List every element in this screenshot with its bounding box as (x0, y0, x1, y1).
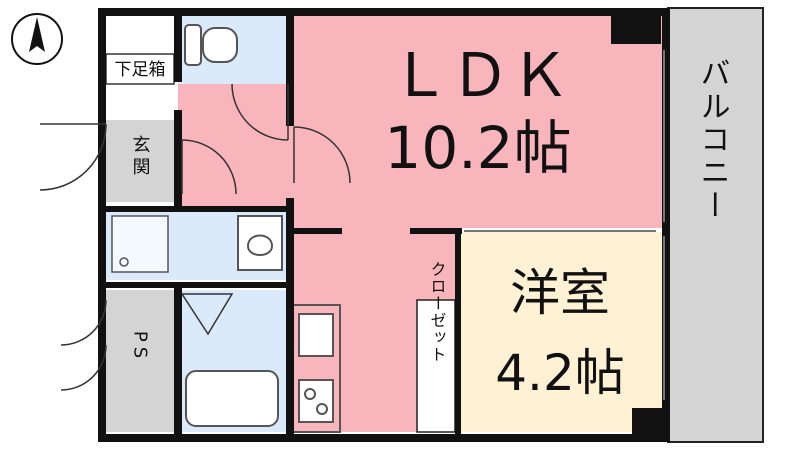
basin-bowl-icon (246, 234, 274, 256)
western-size: 4.2帖 (495, 344, 625, 402)
washbasin-icon (237, 215, 283, 271)
closet-label: クローゼット (428, 261, 447, 363)
bathtub-icon (185, 370, 279, 427)
balcony-label: バルコニー (695, 58, 730, 223)
entrance-label-1: 玄関 (130, 135, 151, 179)
north-arrow-icon (11, 13, 63, 65)
hallway (178, 82, 290, 210)
entrance-area (106, 120, 174, 202)
balcony-area (667, 7, 764, 443)
windows (464, 50, 665, 400)
doors (39, 83, 351, 391)
ldk-room (290, 12, 662, 432)
kitchen-sink-icon (298, 313, 334, 357)
ps-label: PS (130, 331, 151, 363)
shoe-box-label: 下足箱 (115, 60, 166, 80)
ldk-size: 10.2帖 (384, 114, 571, 182)
ps-area (106, 290, 174, 432)
stove-icon (298, 379, 334, 423)
burner-icon (316, 403, 328, 415)
closet-area (416, 299, 456, 433)
western-name: 洋室 (510, 264, 610, 322)
walls (98, 8, 670, 442)
shoe-box (105, 53, 175, 85)
drain-icon (119, 257, 129, 267)
ldk-name: ＬＤＫ (390, 41, 570, 111)
toilet-icon (184, 24, 238, 66)
shower-pan-icon (111, 215, 169, 273)
burner-icon (304, 388, 316, 400)
western-room (455, 232, 665, 432)
